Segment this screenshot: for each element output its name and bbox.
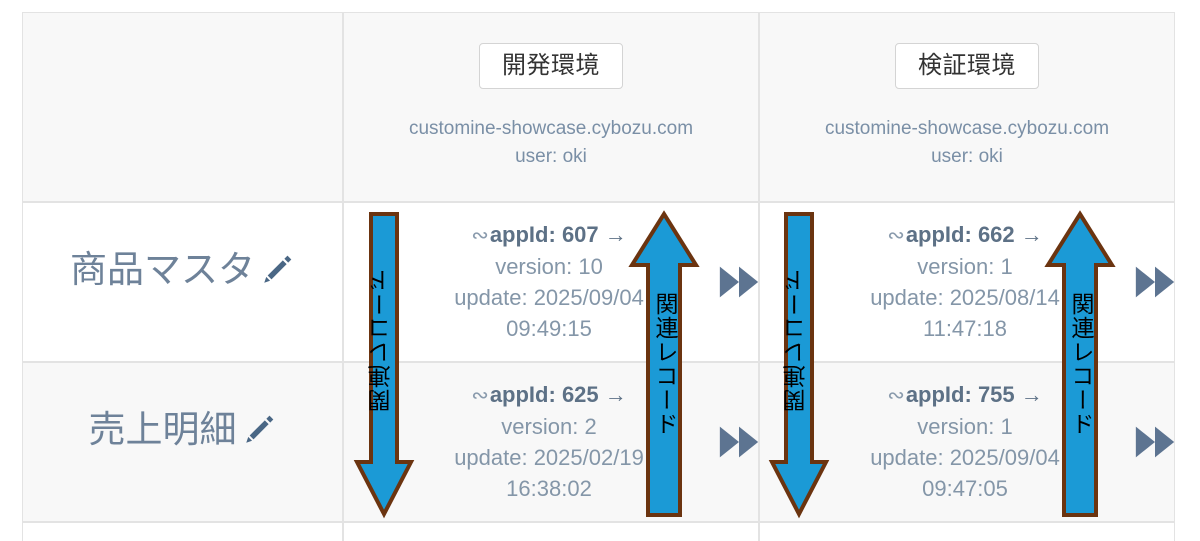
app-label-cell-1[interactable]: 売上明細 [22,362,343,522]
app-label-text: 売上明細 [88,407,237,451]
update-line-test-0: update: 2025/08/14 [870,285,1060,311]
table-row: 商品マスタ ∾a [22,202,1175,362]
test-up-arrow-label: 関連レコード [1067,292,1093,436]
env-button-dev[interactable]: 開発環境 [479,43,623,90]
cell-test-1[interactable]: ∾appId: 755 → version: 1 update: 2025/09… [759,362,1175,522]
test-down-arrow-label: 関連レコード [784,268,810,412]
version-line-test-1: version: 1 [917,414,1013,440]
app-info-test-0: ∾appId: 662 → version: 1 update: 2025/08… [760,219,1174,345]
dev-up-arrow[interactable]: 関連レコード [628,210,700,517]
appid-line-test-0: ∾appId: 662 → [798,219,1132,251]
link-icon: ∾ [887,224,905,248]
header-cell-dev: 開発環境 customine-showcase.cybozu.com user:… [343,12,759,202]
environment-comparison-table: 開発環境 customine-showcase.cybozu.com user:… [22,12,1175,541]
app-label-cell-2[interactable] [22,522,343,541]
appid-value: 607 [561,222,599,248]
cell-test-0[interactable]: ∾appId: 662 → version: 1 update: 2025/08… [759,202,1175,362]
app-info-dev-0: ∾appId: 607 → version: 10 update: 2025/0… [344,219,758,345]
update-line-dev-0: update: 2025/09/04 [454,285,644,311]
cell-dev-2[interactable] [343,522,759,541]
test-up-arrow[interactable]: 関連レコード [1044,210,1116,517]
update-line-dev-1: update: 2025/02/19 [454,445,644,471]
test-down-arrow[interactable]: 関連レコード [768,212,830,519]
header-corner-cell [22,12,343,202]
app-info-test-1: ∾appId: 755 → version: 1 update: 2025/09… [760,379,1174,505]
fast-forward-icon[interactable] [716,262,762,302]
version-line-test-0: version: 1 [917,254,1013,280]
env-user-dev: user: oki [515,146,587,167]
arrow-right-icon: → [1020,382,1043,408]
appid-line-dev-1: ∾appId: 625 → [382,379,716,411]
time-line-test-1: 09:47:05 [922,476,1008,502]
arrow-right-icon: → [1020,222,1043,248]
env-meta-dev: customine-showcase.cybozu.com user: oki [409,115,693,170]
dev-down-arrow-label: 関連レコード [369,268,395,412]
arrow-right-icon: → [604,382,627,408]
table-row: 売上明細 ∾ap [22,362,1175,522]
appid-label: appId: [905,382,972,408]
env-meta-test: customine-showcase.cybozu.com user: oki [825,115,1109,170]
appid-value: 662 [977,222,1015,248]
env-button-test[interactable]: 検証環境 [895,43,1039,90]
pencil-icon[interactable] [243,412,277,446]
version-line-dev-0: version: 10 [495,254,603,280]
app-label-text: 商品マスタ [70,247,255,291]
dev-down-arrow[interactable]: 関連レコード [353,212,415,519]
cell-test-2[interactable] [759,522,1175,541]
version-line-dev-1: version: 2 [501,414,597,440]
env-domain-test: customine-showcase.cybozu.com [824,118,1110,140]
fast-forward-icon[interactable] [1132,262,1178,302]
link-icon: ∾ [471,224,489,248]
appid-line-dev-0: ∾appId: 607 → [382,219,716,251]
cell-dev-0[interactable]: ∾appId: 607 → version: 10 update: 2025/0… [343,202,759,362]
pencil-icon[interactable] [261,252,295,286]
appid-label: appId: [489,222,556,248]
appid-value: 755 [977,382,1015,408]
header-cell-test: 検証環境 customine-showcase.cybozu.com user:… [759,12,1175,202]
cell-dev-1[interactable]: ∾appId: 625 → version: 2 update: 2025/02… [343,362,759,522]
appid-line-test-1: ∾appId: 755 → [798,379,1132,411]
env-domain-dev: customine-showcase.cybozu.com [408,118,694,140]
appid-value: 625 [561,382,599,408]
appid-label: appId: [489,382,556,408]
time-line-dev-0: 09:49:15 [506,316,592,342]
app-info-dev-1: ∾appId: 625 → version: 2 update: 2025/02… [344,379,758,505]
fast-forward-icon[interactable] [1132,422,1178,462]
arrow-right-icon: → [604,222,627,248]
dev-up-arrow-label: 関連レコード [651,292,677,436]
fast-forward-icon[interactable] [716,422,762,462]
time-line-test-0: 11:47:18 [922,316,1007,342]
env-user-test: user: oki [931,146,1003,167]
app-label-cell-0[interactable]: 商品マスタ [22,202,343,362]
appid-label: appId: [905,222,972,248]
table-row [22,522,1175,541]
link-icon: ∾ [887,384,905,408]
table-header-row: 開発環境 customine-showcase.cybozu.com user:… [22,12,1175,202]
link-icon: ∾ [471,384,489,408]
time-line-dev-1: 16:38:02 [506,476,592,502]
update-line-test-1: update: 2025/09/04 [870,445,1060,471]
